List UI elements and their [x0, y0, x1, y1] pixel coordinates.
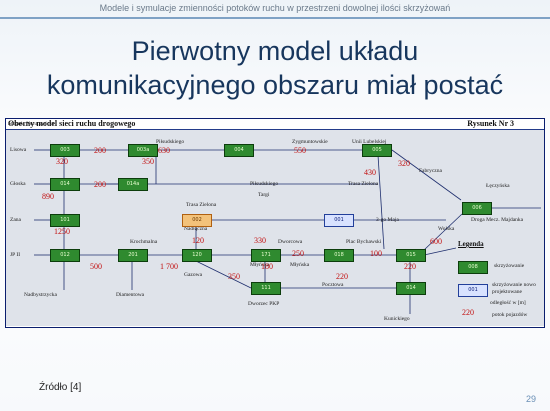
legend-label: potok pojazdów [492, 312, 528, 318]
figure-number: Rysunek Nr 3 [467, 119, 514, 128]
street-label: 3-go Maja [376, 217, 399, 223]
junction-node: 120 [182, 249, 212, 262]
flow-value: 180 [261, 262, 273, 271]
flow-value: 220 [336, 272, 348, 281]
planned-junction-node: 002 [182, 214, 212, 227]
flow-value: 320 [398, 159, 410, 168]
legend-node-existing: 008 [458, 261, 488, 274]
junction-node: 006 [462, 202, 492, 215]
legend-flow-example: 220 [462, 308, 474, 317]
street-label: Dworzec PKP [248, 301, 280, 307]
street-label: Kunickiego [384, 316, 410, 322]
legend-label: odległość w [m] [490, 300, 526, 306]
street-label: Gazowa [184, 272, 203, 278]
title-line-1: Pierwotny model układu [131, 36, 419, 66]
street-label: Krochmalna [130, 239, 158, 245]
street-label: Nadbystrzycka [24, 292, 57, 298]
planned-junction-node: 001 [324, 214, 354, 227]
street-label: Zana [10, 217, 21, 223]
street-label: Nadłączna [184, 226, 208, 232]
flow-value: 330 [254, 236, 266, 245]
diagram-canvas: Stopnia Nerutowicza Lisowa Głoska Zana J… [6, 121, 544, 326]
street-label: Piłsudskiego [156, 139, 185, 145]
junction-node: 012 [50, 249, 80, 262]
flow-value: 350 [142, 157, 154, 166]
flow-value: 220 [404, 262, 416, 271]
street-label: Trasa Zielona [348, 181, 379, 187]
flow-value: 200 [94, 146, 106, 155]
header-divider [0, 17, 550, 19]
street-label: Dworcowa [278, 239, 303, 245]
junction-node: 171 [251, 249, 281, 262]
slide-header: Modele i symulacje zmienności potoków ru… [99, 3, 451, 13]
street-label: Pocztowa [322, 282, 344, 288]
street-label: Trasa Zielona [186, 202, 217, 208]
street-label: JP II [10, 252, 21, 258]
legend-label: skrzyżowanie nowo projektowane [492, 282, 536, 295]
junction-node: 101 [50, 214, 80, 227]
junction-node: 004 [224, 144, 254, 157]
flow-value: 200 [94, 180, 106, 189]
flow-value: 630 [158, 146, 170, 155]
street-label: Lisowa [10, 147, 27, 153]
legend-label: skrzyżowanie [494, 263, 525, 269]
junction-node: 111 [251, 282, 281, 295]
flow-value: 350 [228, 272, 240, 281]
street-label: Zygmuntowskie [292, 139, 328, 145]
street-label: Droga Mecz. Majdanka [471, 217, 524, 223]
street-label: Młyńska [250, 262, 270, 268]
page-number: 29 [525, 394, 536, 404]
flow-value: 550 [294, 146, 306, 155]
flow-value: 100 [370, 249, 382, 258]
flow-value: 500 [90, 262, 102, 271]
junction-node: 003 [50, 144, 80, 157]
title-line-2: komunikacyjnego obszaru miał postać [46, 70, 504, 100]
figure-title: Obecny model sieci ruchu drogowego [8, 119, 136, 128]
street-label: Piłsudskiego [250, 181, 279, 187]
street-label: Głoska [10, 181, 26, 187]
slide-title: Pierwotny model układu komunikacyjnego o… [0, 34, 550, 102]
flow-value: 600 [430, 237, 442, 246]
junction-node: 014 [396, 282, 426, 295]
junction-node: 014a [118, 178, 148, 191]
legend-node-planned: 001 [458, 284, 488, 297]
street-label: Fabryczna [419, 168, 442, 174]
junction-node: 015 [396, 249, 426, 262]
junction-node: 201 [118, 249, 148, 262]
network-diagram: Obecny model sieci ruchu drogowego Rysun… [5, 118, 545, 328]
street-label: Młyńska [290, 262, 310, 268]
flow-value: 320 [56, 157, 68, 166]
junction-node: 003a [128, 144, 158, 157]
legend-title: Legenda [458, 240, 484, 248]
junction-node: 014 [50, 178, 80, 191]
flow-value: 890 [42, 192, 54, 201]
street-label: Plac Bychawski [346, 239, 382, 245]
flow-value: 120 [192, 236, 204, 245]
flow-value: 430 [364, 168, 376, 177]
street-label: Łęczyńska [486, 183, 510, 189]
street-label: Unii Lubelskiej [352, 139, 387, 145]
street-label: Targi [258, 192, 270, 198]
source-note: Źródło [4] [39, 382, 82, 393]
flow-value: 250 [292, 249, 304, 258]
street-label: Stopnia Nerutowicza [8, 121, 55, 127]
flow-value: 1250 [54, 227, 70, 236]
street-label: Diamentowa [116, 292, 145, 298]
junction-node: 018 [324, 249, 354, 262]
junction-node: 005 [362, 144, 392, 157]
flow-value: 1 700 [160, 262, 178, 271]
street-label: Wolska [438, 226, 455, 232]
